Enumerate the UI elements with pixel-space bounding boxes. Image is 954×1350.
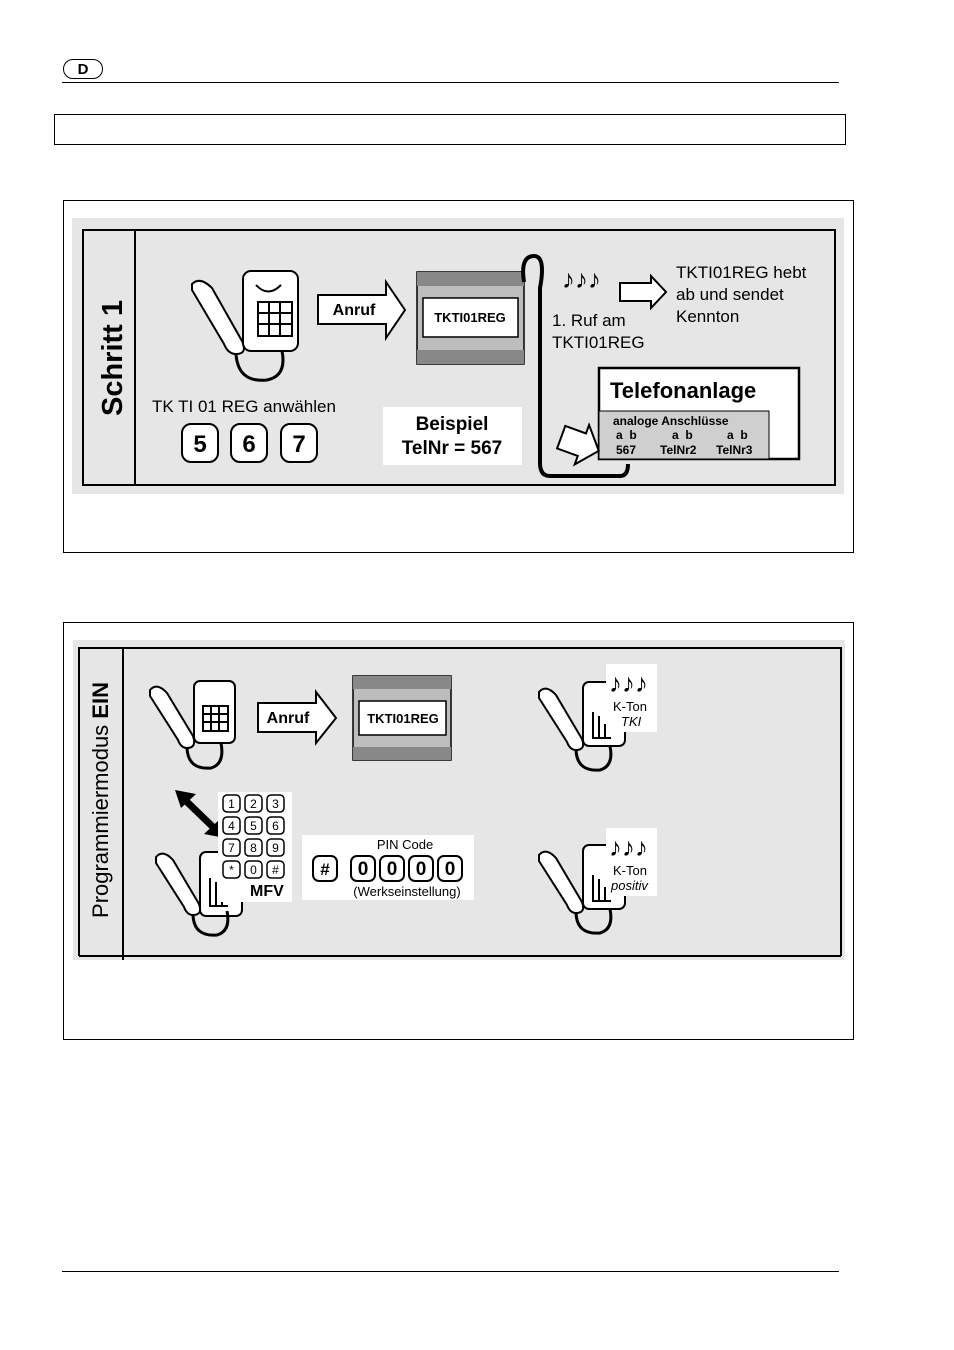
keypad-key-hash: #: [266, 860, 285, 879]
key-5-label: 5: [193, 431, 206, 458]
port-arrow: [555, 422, 601, 467]
tone2-music-icon: ♪♪♪: [609, 832, 648, 862]
pin-title: PIN Code: [377, 837, 433, 852]
figure2-diagram: Programmiermodus EIN Anruf TKTI01REG ♪♪♪…: [73, 640, 845, 960]
call-arrow-2: [257, 689, 338, 746]
port-1-number: 567: [616, 443, 636, 457]
header-rule: [62, 82, 839, 83]
key-6: 6: [230, 423, 268, 463]
device-module: [416, 271, 525, 365]
tone1-line2: TKI: [621, 714, 642, 729]
programmiermodus-label: Programmiermodus EIN: [88, 682, 113, 918]
svg-text:5: 5: [250, 819, 257, 833]
port-1-ab: a b: [616, 428, 637, 442]
svg-text:6: 6: [272, 819, 279, 833]
ring-music-icon: ♪♪♪: [562, 264, 601, 294]
svg-text:9: 9: [272, 841, 279, 855]
keypad-key-3: 3: [266, 794, 285, 813]
svg-text:0: 0: [416, 859, 427, 880]
svg-text:2: 2: [250, 797, 257, 811]
cable-line: [521, 253, 630, 478]
keypad-key-9: 9: [266, 838, 285, 857]
keypad-key-2: 2: [244, 794, 263, 813]
pin-digit-4: 0: [437, 855, 463, 882]
figure1-diagram: Schritt 1 TK TI 01 REG anwählen 5 6 7 An…: [72, 218, 844, 494]
pin-key-hash: #: [312, 855, 338, 882]
example-box: [383, 407, 522, 465]
pin-note: (Werkseinstellung): [353, 884, 460, 899]
footer-rule: [62, 1271, 839, 1272]
call-arrow-2-label: Anruf: [267, 710, 310, 727]
device-module-2: [352, 675, 452, 761]
svg-text:8: 8: [250, 841, 257, 855]
svg-text:7: 7: [228, 841, 235, 855]
result-text-2: ab und sendet: [676, 285, 784, 304]
svg-text:3: 3: [272, 797, 279, 811]
result-arrow: [619, 273, 668, 311]
example-line2: TelNr = 567: [402, 438, 503, 459]
result-text-1: TKTI01REG hebt: [676, 263, 807, 282]
schritt-label: Schritt 1: [97, 300, 129, 416]
tone1-line1: K-Ton: [613, 699, 647, 714]
example-line1: Beispiel: [416, 414, 489, 435]
svg-text:0: 0: [250, 863, 257, 877]
key-5: 5: [181, 423, 219, 463]
call-arrow: [317, 278, 407, 342]
tone1-box: [606, 664, 657, 732]
keypad: 1 2 3 4 5 6 7 8 9 * 0 #: [222, 794, 285, 879]
svg-text:4: 4: [228, 819, 235, 833]
phone-icon-1: [149, 680, 236, 770]
phone-icon: [191, 270, 299, 382]
dial-instruction: TK TI 01 REG anwählen: [152, 397, 336, 416]
ring-text-1: 1. Ruf am: [552, 311, 626, 330]
keypad-key-4: 4: [222, 816, 241, 835]
pbx-subtitle: analoge Anschlüsse: [613, 414, 729, 428]
pin-digit-1: 0: [350, 855, 376, 882]
keypad-key-star: *: [222, 860, 241, 879]
language-badge: D: [63, 59, 103, 79]
keypad-label: MFV: [250, 883, 284, 900]
pin-digit-2: 0: [379, 855, 405, 882]
port-3-ab: a b: [727, 428, 748, 442]
tone2-line1: K-Ton: [613, 863, 647, 878]
pin-digit-3: 0: [408, 855, 434, 882]
keypad-key-5: 5: [244, 816, 263, 835]
section-title-box: [54, 114, 846, 145]
key-7: 7: [280, 423, 318, 463]
device-label-2: TKTI01REG: [367, 711, 439, 726]
key-6-label: 6: [242, 431, 255, 458]
keypad-key-6: 6: [266, 816, 285, 835]
pbx-title: Telefonanlage: [610, 378, 756, 403]
ring-text-2: TKTI01REG: [552, 333, 645, 352]
port-2-number: TelNr2: [660, 443, 697, 457]
tone2-box: [606, 828, 657, 896]
svg-text:#: #: [320, 860, 330, 879]
port-2-ab: a b: [672, 428, 693, 442]
result-text-3: Kennton: [676, 307, 739, 326]
svg-text:0: 0: [358, 859, 369, 880]
keypad-key-7: 7: [222, 838, 241, 857]
svg-text:1: 1: [228, 797, 235, 811]
svg-text:#: #: [272, 863, 279, 877]
pbx-ports-panel: [598, 410, 770, 460]
svg-text:*: *: [229, 863, 234, 877]
tone1-music-icon: ♪♪♪: [609, 668, 648, 698]
key-7-label: 7: [292, 431, 305, 458]
port-3-number: TelNr3: [716, 443, 753, 457]
svg-text:0: 0: [387, 859, 398, 880]
figure2-border: [78, 647, 842, 956]
figure1-frame: [63, 200, 854, 553]
keypad-key-0: 0: [244, 860, 263, 879]
device-label: TKTI01REG: [434, 310, 506, 325]
tone2-line2: positiv: [610, 878, 649, 893]
keypad-key-8: 8: [244, 838, 263, 857]
figure2-frame: [63, 622, 854, 1040]
svg-text:0: 0: [445, 859, 456, 880]
call-arrow-label: Anruf: [333, 302, 376, 319]
figure1-border: [82, 229, 836, 486]
keypad-key-1: 1: [222, 794, 241, 813]
